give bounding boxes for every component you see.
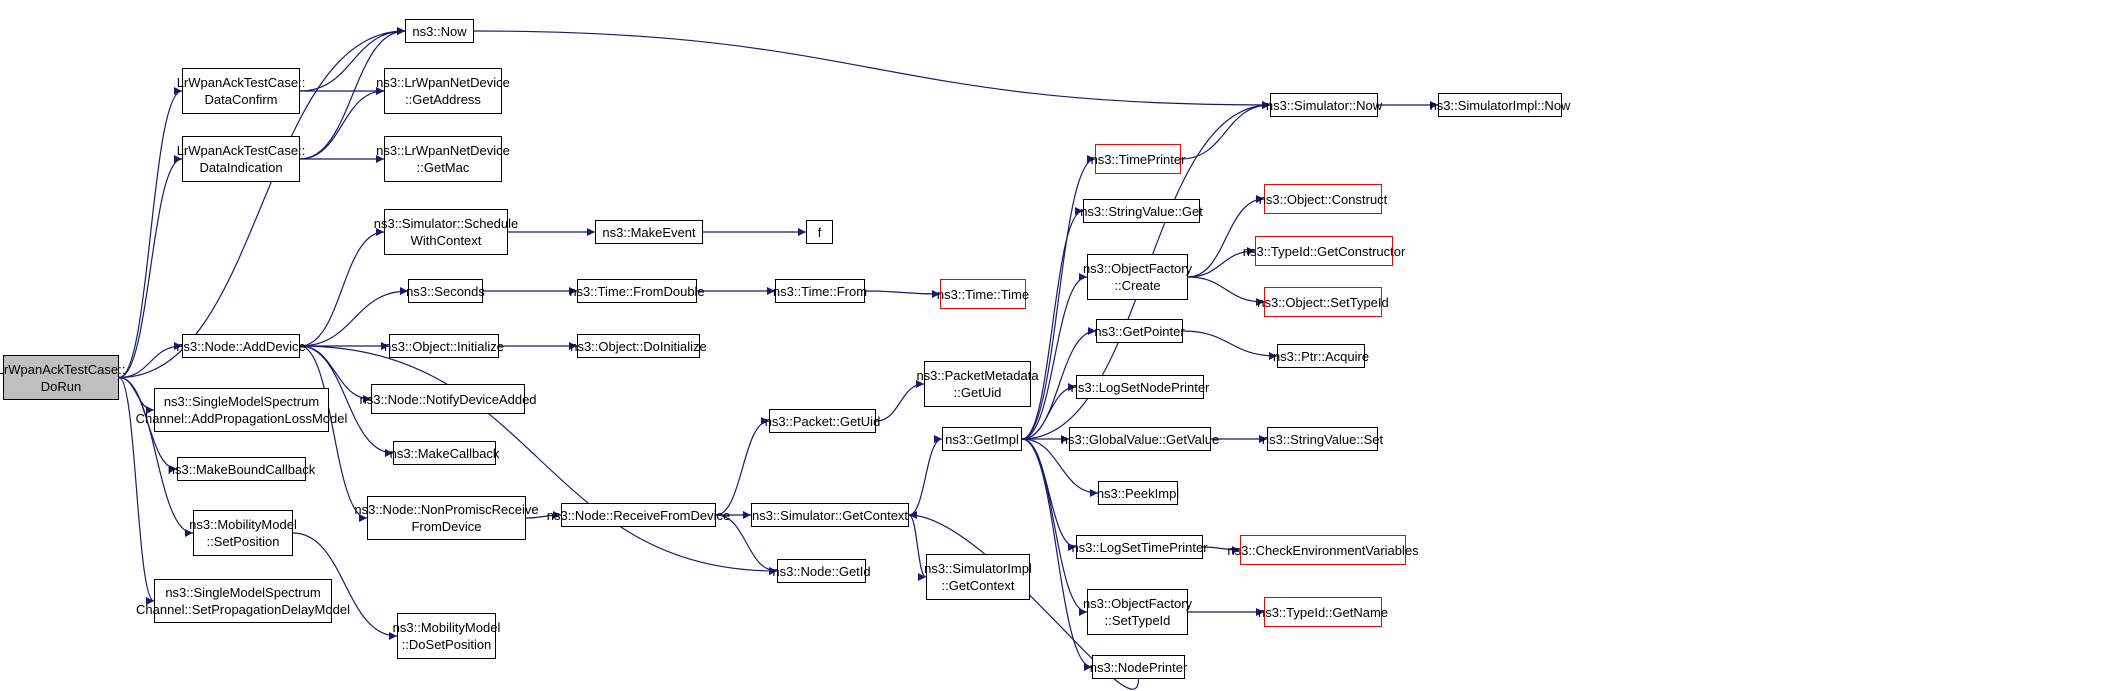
edge-receivefd-to-nodegetid <box>715 514 778 575</box>
node-addprop[interactable]: ns3::SingleModelSpectrum Channel::AddPro… <box>136 388 347 432</box>
edge-nonpromisc-to-receivefd <box>525 511 562 520</box>
edge-ofcreate-to-construct <box>1187 195 1265 278</box>
edge-getimpl-to-ofcreate <box>1021 273 1088 440</box>
node-construct[interactable]: ns3::Object::Construct <box>1259 184 1387 214</box>
node-objsettypeid[interactable]: ns3::Object::SetTypeId <box>1257 287 1389 317</box>
edge-logsettime-to-checkenv <box>1202 545 1241 554</box>
edge-getimpl-to-logsettime <box>1021 438 1077 551</box>
node-receivefd[interactable]: ns3::Node::ReceiveFromDevice <box>547 503 730 527</box>
node-dorun: LrWpanAckTestCase:: DoRun <box>0 355 125 400</box>
node-setposition[interactable]: ns3::MobilityModel ::SetPosition <box>189 510 297 556</box>
edge-setposition-to-dosetposition <box>292 532 398 640</box>
node-makecallback[interactable]: ns3::MakeCallback <box>390 441 499 465</box>
edge-adddevice-to-makecallback <box>299 345 394 457</box>
node-time[interactable]: ns3::Time::Time <box>937 279 1029 309</box>
node-stringvalueset[interactable]: ns3::StringValue::Set <box>1262 427 1383 451</box>
node-peekimpl[interactable]: ns3::PeekImpl <box>1097 481 1179 505</box>
node-nodegetid[interactable]: ns3::Node::GetId <box>772 559 871 583</box>
edge-dorun-to-setpropdelay <box>118 376 155 605</box>
edge-dorun-to-now <box>118 27 406 379</box>
node-getcontext[interactable]: ns3::Simulator::GetContext <box>751 503 909 527</box>
edge-dorun-to-adddevice <box>118 342 183 379</box>
edge-getimpl-to-peekimpl <box>1021 438 1099 497</box>
node-stringvalueget[interactable]: ns3::StringValue::Get <box>1080 199 1203 223</box>
node-getimpl[interactable]: ns3::GetImpl <box>942 427 1022 451</box>
node-nodeprinter[interactable]: ns3::NodePrinter <box>1090 655 1187 679</box>
node-checkenv[interactable]: ns3::CheckEnvironmentVariables <box>1227 535 1419 565</box>
node-getconstructor[interactable]: ns3::TypeId::GetConstructor <box>1243 236 1405 266</box>
node-globalget[interactable]: ns3::GlobalValue::GetValue <box>1061 427 1219 451</box>
node-logsettime[interactable]: ns3::LogSetTimePrinter <box>1071 535 1208 559</box>
node-makeevent[interactable]: ns3::MakeEvent <box>595 220 703 244</box>
node-packetmeta[interactable]: ns3::PacketMetadata ::GetUid <box>916 361 1039 407</box>
edge-dataconfirm-to-now <box>299 27 406 92</box>
node-getaddress[interactable]: ns3::LrWpanNetDevice ::GetAddress <box>376 68 510 114</box>
edge-dorun-to-dataindication <box>118 155 183 379</box>
node-adddevice[interactable]: ns3::Node::AddDevice <box>176 334 306 358</box>
edge-packetgetuid-to-packetmeta <box>875 380 925 422</box>
edge-ofcreate-to-getconstructor <box>1187 247 1256 278</box>
edge-dataindication-to-getaddress <box>299 87 385 160</box>
node-ofsettypeid[interactable]: ns3::ObjectFactory ::SetTypeId <box>1083 589 1192 635</box>
node-simimplnow[interactable]: ns3::SimulatorImpl::Now <box>1430 93 1570 117</box>
node-now[interactable]: ns3::Now <box>405 19 474 43</box>
node-ofcreate[interactable]: ns3::ObjectFactory ::Create <box>1083 254 1192 300</box>
node-makebound[interactable]: ns3::MakeBoundCallback <box>168 457 315 481</box>
edge-getimpl-to-nodeprinter <box>1021 438 1093 671</box>
edge-timeprinter-to-simnow <box>1180 101 1271 160</box>
node-nonpromisc[interactable]: ns3::Node::NonPromiscReceive FromDevice <box>354 496 539 540</box>
node-timeprinter[interactable]: ns3::TimePrinter <box>1091 144 1185 174</box>
node-doinitialize[interactable]: ns3::Object::DoInitialize <box>570 334 707 358</box>
edge-getpointer-to-ptracquire <box>1182 330 1278 360</box>
node-seconds[interactable]: ns3::Seconds <box>406 279 485 303</box>
node-fromdouble[interactable]: ns3::Time::FromDouble <box>569 279 705 303</box>
edge-adddevice-to-seconds <box>299 287 409 347</box>
edge-receivefd-to-packetgetuid <box>715 417 770 516</box>
edge-dorun-to-dataconfirm <box>118 87 183 379</box>
edge-getimpl-to-stringvalueget <box>1021 207 1084 440</box>
edge-dorun-to-setposition <box>118 376 194 537</box>
node-dataconfirm[interactable]: LrWpanAckTestCase:: DataConfirm <box>177 68 305 114</box>
node-schedulewc[interactable]: ns3::Simulator::Schedule WithContext <box>374 209 518 255</box>
node-setpropdelay[interactable]: ns3::SingleModelSpectrum Channel::SetPro… <box>136 579 350 623</box>
node-dataindication[interactable]: LrWpanAckTestCase:: DataIndication <box>177 136 305 182</box>
node-f[interactable]: f <box>806 220 833 244</box>
node-notify[interactable]: ns3::Node::NotifyDeviceAdded <box>359 384 537 414</box>
edge-adddevice-to-nonpromisc <box>299 345 368 522</box>
edge-getcontext-to-getimpl <box>908 435 943 516</box>
edge-adddevice-to-schedulewc <box>299 228 385 347</box>
node-getmac[interactable]: ns3::LrWpanNetDevice ::GetMac <box>376 136 510 182</box>
node-logsetnode[interactable]: ns3::LogSetNodePrinter <box>1071 375 1209 399</box>
node-getpointer[interactable]: ns3::GetPointer <box>1094 319 1185 343</box>
node-implgetcontext[interactable]: ns3::SimulatorImpl ::GetContext <box>924 554 1032 600</box>
edge-adddevice-to-nodegetid <box>299 345 778 575</box>
edge-ofcreate-to-objsettypeid <box>1187 276 1265 306</box>
edge-getimpl-to-timeprinter <box>1021 155 1096 440</box>
node-initialize[interactable]: ns3::Object::Initialize <box>384 334 504 358</box>
edge-nodeprinter-to-getcontext <box>908 511 1140 690</box>
edge-now-to-simnow <box>473 30 1271 109</box>
edge-dataindication-to-now <box>299 27 406 160</box>
node-packetgetuid[interactable]: ns3::Packet::GetUid <box>765 409 880 433</box>
node-dosetposition[interactable]: ns3::MobilityModel ::DoSetPosition <box>393 613 500 659</box>
edge-from-to-time <box>864 289 941 298</box>
edge-getimpl-to-logsetnode <box>1021 383 1077 440</box>
node-ptracquire[interactable]: ns3::Ptr::Acquire <box>1273 344 1369 368</box>
node-from[interactable]: ns3::Time::From <box>773 279 867 303</box>
node-typeidgetname[interactable]: ns3::TypeId::GetName <box>1258 597 1388 627</box>
node-simnow[interactable]: ns3::Simulator::Now <box>1266 93 1382 117</box>
